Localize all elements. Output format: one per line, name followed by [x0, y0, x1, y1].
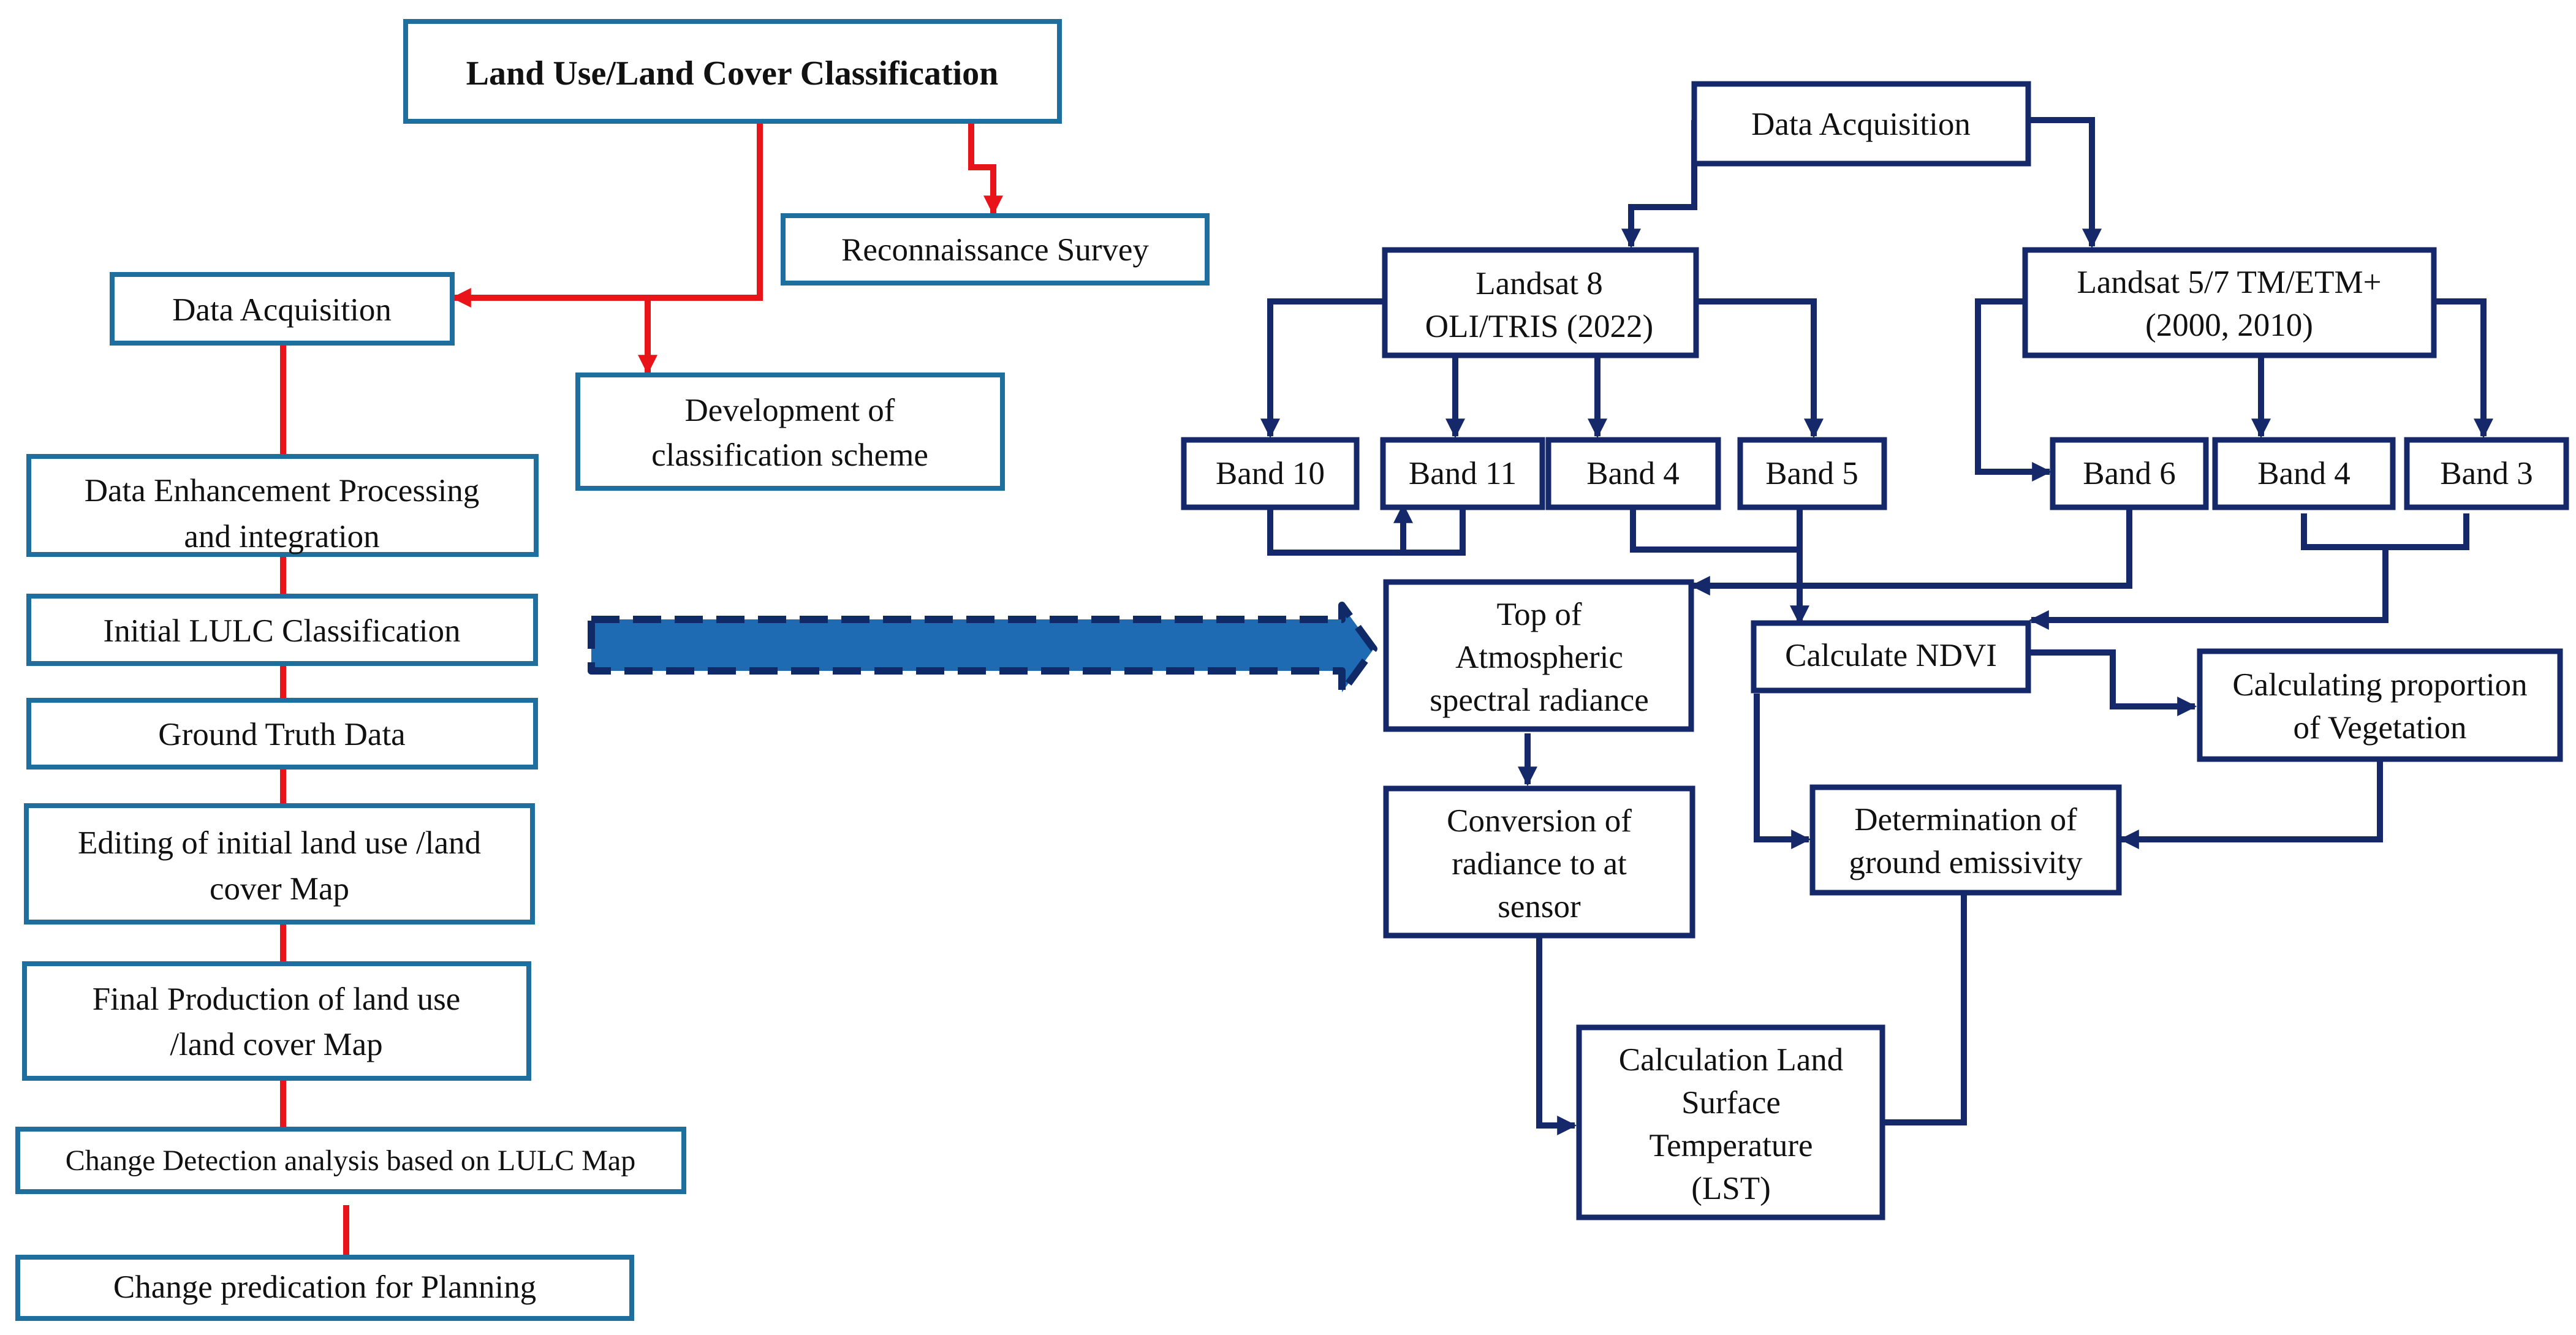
right-data-acquisition-box: Data Acquisition [1691, 81, 2031, 167]
right-data-acquisition-text: Data Acquisition [1751, 107, 1971, 142]
toa-radiance-line-3: spectral radiance [1430, 683, 1649, 718]
proportion-vegetation-box: Calculating proportion of Vegetation [2197, 648, 2563, 762]
left-data-acquisition-text: Data Acquisition [172, 292, 392, 328]
lst-line-3: Temperature [1649, 1128, 1813, 1163]
right-connectors [1260, 117, 2494, 1136]
band-11-text: Band 11 [1409, 456, 1517, 491]
band-6-box: Band 6 [2050, 437, 2209, 510]
data-enhancement-line-2: and integration [184, 519, 379, 554]
initial-lulc-box: Initial LULC Classification [26, 594, 538, 666]
change-prediction-text: Change predication for Planning [113, 1269, 536, 1305]
editing-map-box: Editing of initial land use /land cover … [24, 803, 535, 925]
conversion-radiance-line-1: Conversion of [1447, 803, 1632, 839]
data-enhancement-line-1: Data Enhancement Processing [85, 473, 480, 509]
reconnaissance-box: Reconnaissance Survey [781, 213, 1210, 286]
landsat57-box: Landsat 5/7 TM/ETM+ (2000, 2010) [2022, 247, 2437, 358]
development-scheme-line-1: Development of [685, 393, 895, 428]
band-10-text: Band 10 [1216, 456, 1325, 491]
band-5-text: Band 5 [1765, 456, 1858, 491]
band-3-box: Band 3 [2404, 437, 2569, 510]
toa-radiance-line-2: Atmospheric [1455, 640, 1623, 675]
lst-line-4: (LST) [1691, 1171, 1771, 1206]
proportion-vegetation-line-2: of Vegetation [2293, 710, 2466, 746]
band-10-box: Band 10 [1181, 437, 1360, 510]
change-detection-text: Change Detection analysis based on LULC … [66, 1144, 635, 1177]
development-scheme-line-2: classification scheme [651, 437, 928, 473]
lst-line-2: Surface [1681, 1085, 1781, 1121]
landsat8-line-2: OLI/TRIS (2022) [1425, 309, 1653, 344]
ground-emissivity-line-2: ground emissivity [1849, 845, 2083, 880]
toa-radiance-line-1: Top of [1496, 597, 1582, 632]
band-5-box: Band 5 [1737, 437, 1887, 510]
left-connectors [280, 121, 1004, 1257]
left-data-acquisition-box: Data Acquisition [110, 272, 455, 346]
proportion-vegetation-line-1: Calculating proportion [2232, 667, 2527, 703]
ndvi-text: Calculate NDVI [1785, 638, 1997, 673]
left-title-text: Land Use/Land Cover Classification [466, 55, 999, 93]
editing-map-line-2: cover Map [210, 871, 349, 907]
band-4-landsat8-text: Band 4 [1586, 456, 1680, 491]
change-detection-box: Change Detection analysis based on LULC … [15, 1127, 686, 1194]
ground-emissivity-line-1: Determination of [1854, 802, 2077, 838]
left-title-box: Land Use/Land Cover Classification [403, 19, 1062, 124]
final-production-line-1: Final Production of land use [93, 981, 461, 1017]
development-scheme-box: Development of classification scheme [575, 373, 1005, 491]
conversion-radiance-line-2: radiance to at [1452, 846, 1627, 882]
band-4-landsat57-text: Band 4 [2257, 456, 2351, 491]
lst-line-1: Calculation Land [1619, 1042, 1843, 1078]
big-dashed-arrow [588, 602, 1377, 696]
reconnaissance-text: Reconnaissance Survey [841, 232, 1149, 268]
band-4-landsat8-box: Band 4 [1545, 437, 1721, 510]
band-11-box: Band 11 [1380, 437, 1545, 510]
ground-truth-text: Ground Truth Data [158, 717, 405, 752]
final-production-line-2: /land cover Map [170, 1027, 382, 1062]
conversion-radiance-box: Conversion of radiance to at sensor [1383, 785, 1695, 939]
ndvi-box: Calculate NDVI [1751, 620, 2031, 694]
landsat57-line-1: Landsat 5/7 TM/ETM+ [2077, 265, 2381, 300]
ground-emissivity-box: Determination of ground emissivity [1809, 784, 2122, 896]
toa-radiance-box: Top of Atmospheric spectral radiance [1383, 579, 1694, 732]
conversion-radiance-line-3: sensor [1498, 889, 1581, 925]
lst-box: Calculation Land Surface Temperature (LS… [1576, 1024, 1885, 1220]
landsat8-line-1: Landsat 8 [1476, 266, 1603, 301]
landsat8-box: Landsat 8 OLI/TRIS (2022) [1382, 247, 1699, 358]
band-3-text: Band 3 [2440, 456, 2533, 491]
editing-map-line-1: Editing of initial land use /land [78, 825, 481, 861]
ground-truth-box: Ground Truth Data [26, 698, 538, 770]
change-prediction-box: Change predication for Planning [15, 1255, 634, 1321]
band-4-landsat57-box: Band 4 [2212, 437, 2396, 510]
data-enhancement-box: Data Enhancement Processing and integrat… [26, 454, 539, 557]
landsat57-line-2: (2000, 2010) [2145, 308, 2313, 343]
band-6-text: Band 6 [2083, 456, 2176, 491]
initial-lulc-text: Initial LULC Classification [104, 613, 461, 649]
final-production-box: Final Production of land use /land cover… [22, 961, 531, 1081]
